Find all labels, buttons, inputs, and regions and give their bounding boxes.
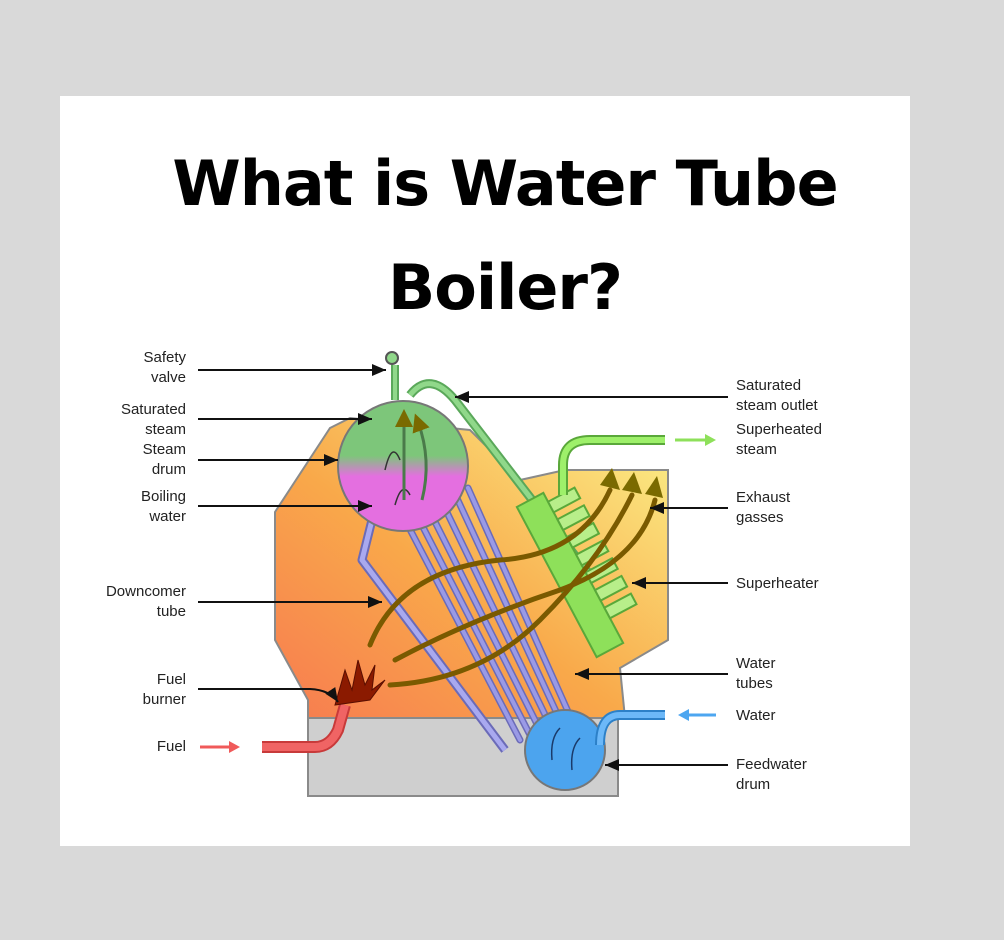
label-fuel: Fuel	[100, 737, 186, 757]
label-exhaust-gasses: Exhaust gasses	[736, 488, 866, 528]
label-downcomer-tube: Downcomer tube	[80, 582, 186, 622]
safety-valve	[386, 352, 398, 364]
label-water: Water	[736, 706, 866, 726]
feedwater-drum	[525, 710, 605, 790]
label-fuel-burner: Fuel burner	[100, 670, 186, 710]
superheated-steam-arrow	[675, 434, 716, 446]
label-superheater: Superheater	[736, 574, 866, 594]
label-saturated-steam-outlet: Saturated steam outlet	[736, 376, 866, 416]
label-saturated-steam: Saturated steam	[96, 400, 186, 440]
label-boiling-water: Boiling water	[100, 487, 186, 527]
fuel-arrow	[200, 741, 240, 753]
label-feedwater-drum: Feedwater drum	[736, 755, 866, 795]
water-arrow	[678, 709, 716, 721]
label-water-tubes: Water tubes	[736, 654, 866, 694]
label-safety-valve: Safety valve	[100, 348, 186, 388]
label-superheated-steam: Superheated steam	[736, 420, 866, 460]
label-steam-drum: Steam drum	[100, 440, 186, 480]
